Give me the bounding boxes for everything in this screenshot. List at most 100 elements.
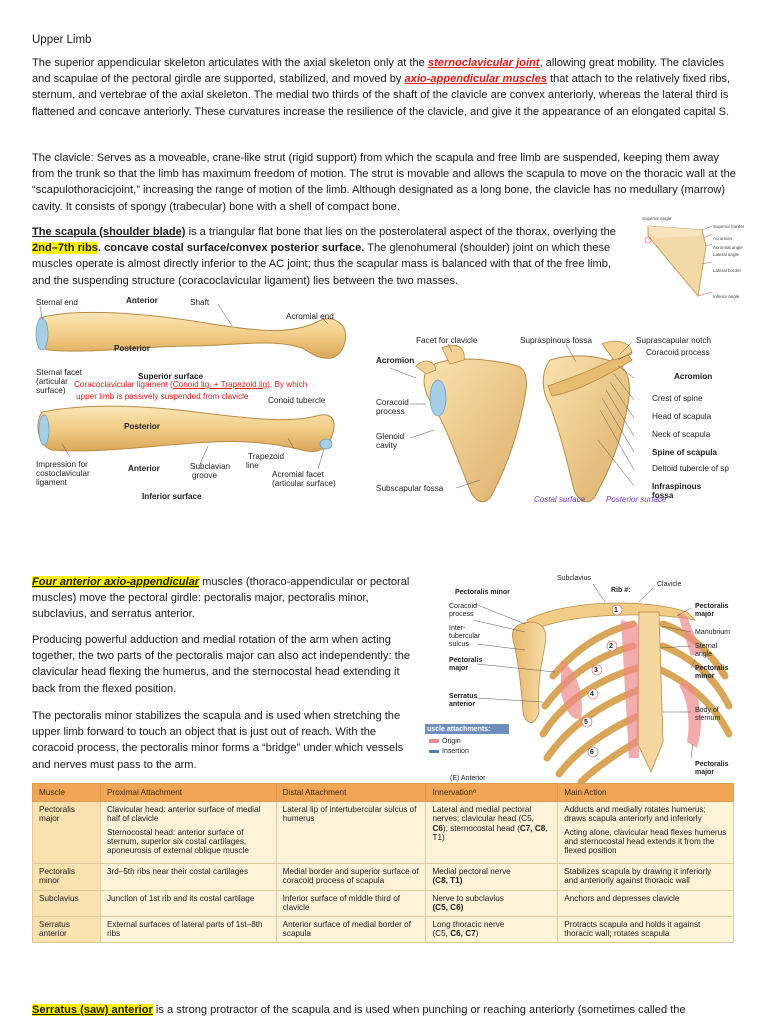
clavicle-paragraph: The clavicle: Serves as a moveable, cran… [32,152,736,213]
label: Coracoid process [646,348,710,357]
label: Acromial angle [713,245,743,250]
cell-text: Nerve to subclavius [432,893,504,903]
rib-number: 3 [594,667,598,674]
text: is a strong protractor of the scapula an… [152,1004,686,1016]
label: major [695,769,715,776]
table-row: Serratus anterior External surfaces of l… [32,916,734,944]
cell-text: ), sternocostal head ( [442,823,520,833]
distal-cell: Lateral lip of intertubercular sulcus of… [275,801,427,865]
muscle-cell: Pectoralis minor [32,863,101,891]
cell-text: Adducts and medially rotates humerus; dr… [564,805,706,824]
table-header: Innervationª [425,782,559,803]
axio-appendicular-muscles-link[interactable]: axio-appendicular muscles [404,73,547,86]
cell-text: Lateral and medial pectoral nerves; clav… [432,805,534,824]
label: minor [695,673,715,680]
label: Manubrium [695,629,731,636]
page-title: Upper Limb [32,34,92,46]
coracoclavicular-note: Coracoclavicular ligament (Conoid lig. +… [74,380,307,389]
label: Inferior angle [713,294,740,299]
rib-number: 5 [584,719,588,726]
label: Subscapular fossa [376,484,444,493]
action-cell: Adducts and medially rotates humerus; dr… [557,801,734,865]
label: Sternal facet [36,368,82,377]
innervation-cell: Medial pectoral nerve(C8, T1) [425,863,559,891]
rib-number: 6 [590,749,594,756]
label: (articular [36,377,68,386]
table-header: Muscle [32,782,101,803]
text: is a triangular flat bone that lies on t… [185,226,616,238]
surfaces-bold: . concave costal surface/convex posterio… [97,242,365,255]
label: Pectoralis [695,665,729,672]
rib-number: 4 [590,691,594,698]
legend-insertion: Insertion [442,748,469,755]
anterior-muscles-paragraph: Four anterior axio-appendicular muscles … [32,574,412,623]
label: Costal surface [534,495,586,504]
text: Conoid lig. + Trapezoid lig [172,380,268,389]
scapula-paragraph: The scapula (shoulder blade) is a triang… [32,224,632,289]
cell-text: , T1) [432,823,548,842]
table-row: Subclavius Junction of 1st rib and its c… [32,889,734,918]
label: sternum [695,715,721,722]
sternoclavicular-joint-link[interactable]: sternoclavicular joint [427,57,540,69]
proximal-cell: Junction of 1st rib and its costal carti… [99,889,277,918]
label: angle [695,651,713,658]
label: Body of [695,707,719,714]
label: major [449,665,469,672]
cell-text: ) [475,929,479,939]
label: Subclavius [557,575,591,582]
pectoralis-major-paragraph: Producing powerful adduction and medial … [32,634,411,695]
muscle-table: Muscle Proximal Attachment Distal Attach… [32,782,734,944]
label: Crest of spine [652,394,703,403]
scapula-drawing [389,340,635,503]
label: fossa [652,491,674,500]
intro-paragraph: The superior appendicular skeleton artic… [32,55,742,120]
label: Conoid tubercle [268,396,326,405]
serratus-term: Serratus (saw) anterior [32,1004,153,1016]
text: ). By which [267,380,308,389]
label: Posterior [124,422,160,431]
label: Lateral angle [713,252,740,257]
action-cell: Stabilizes scapula by drawing it inferio… [557,863,734,891]
label: Subclavian [190,462,231,471]
small-scapula-figure: Superior angle Superior border Acromion … [640,212,750,302]
label: Serratus [449,693,478,700]
label: Coracoid [449,603,478,610]
label: surface) [36,386,66,395]
table-header-row: Muscle Proximal Attachment Distal Attach… [32,782,734,803]
text: that attach to the relatively fixed ribs… [32,73,731,118]
label: Inferior surface [142,492,202,501]
label: Pectoralis [695,761,729,768]
serratus-paragraph: Serratus (saw) anterior is a strong prot… [32,1002,742,1018]
label: Lateral border [713,268,742,273]
text: The glenohumeral (shoulder) joint on whi… [32,242,611,287]
label: Acromial facet [272,470,324,479]
distal-cell: Inferior surface of middle third of clav… [275,889,427,918]
proximal-cell: 3rd–5th ribs near their costal cartilage… [99,863,277,891]
label: Pectoralis [695,603,729,610]
label: Anterior [128,464,160,473]
label: Superior angle [642,216,672,221]
label: (articular surface) [272,479,336,488]
thorax-figure: Subclavius Rib #: Clavicle Pectoralis mi… [425,572,750,786]
cell-text: Medial pectoral nerve [432,867,511,877]
action-cell: Protracts scapula and holds it against t… [557,916,734,944]
cell-text: Sternocostal head: anterior surface of s… [106,827,249,856]
rib-number: 2 [609,643,613,650]
label: Acromion [674,372,713,381]
scapula-figure: Facet for clavicle Supraspinous fossa Su… [370,330,742,510]
label: Shaft [190,298,210,307]
label: ligament [36,478,67,487]
action-cell: Anchors and depresses clavicle [557,889,734,918]
table-header: Main Action [557,782,734,803]
label: groove [192,471,218,480]
text: muscles (thoraco-appendicular or pectora… [32,576,410,621]
label: Posterior surface [606,495,667,504]
label: Pectoralis minor [455,589,510,596]
cell-text: C7, C8 [519,823,546,833]
cell-text: Long thoracic nerve [432,920,505,930]
label: Deltoid tubercle of sp [652,464,729,473]
label: Acromion [713,236,733,241]
label: Supraspinous fossa [520,336,592,345]
figure-caption: (E) Anterior [450,775,486,782]
label: sulcus [449,641,469,648]
